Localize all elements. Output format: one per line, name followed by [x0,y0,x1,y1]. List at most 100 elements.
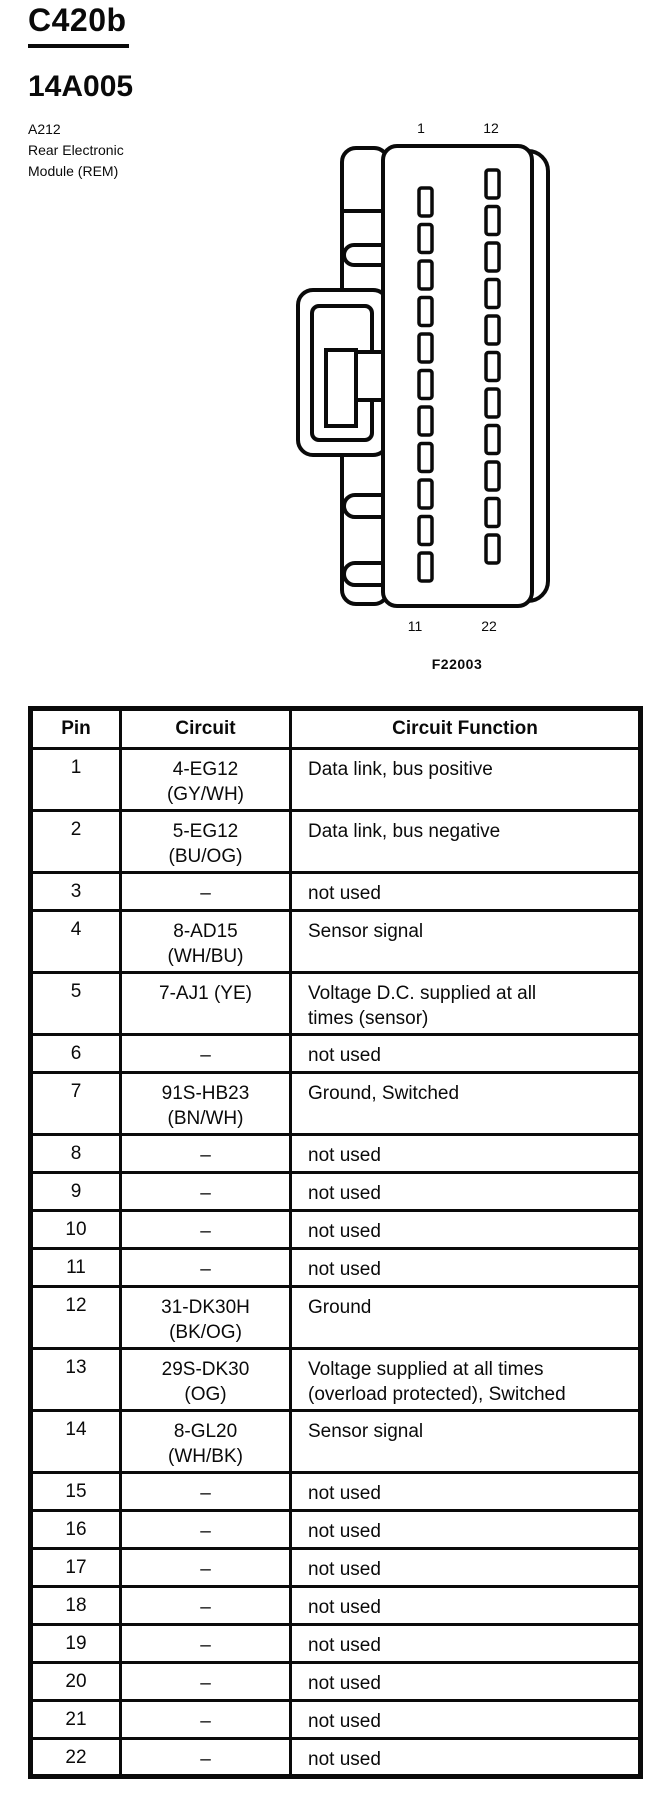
circuit-column-header: Circuit [119,707,292,750]
circuit-cell: 8-GL20 (WH/BK) [119,1409,292,1474]
pin-slots-right [484,168,501,565]
pin-cell: 2 [29,809,122,874]
pin-cell: 5 [29,971,122,1036]
function-cell: not used [289,1699,642,1740]
function-cell: not used [289,1133,642,1174]
circuit-cell: – [119,1133,292,1174]
table-row: 19 – not used [29,1623,642,1664]
circuit-cell: – [119,1509,292,1550]
table-row: 15 – not used [29,1471,642,1512]
circuit-cell: – [119,1585,292,1626]
pin-1-label: 1 [417,120,425,136]
pin-cell: 6 [29,1033,122,1074]
table-row: 13 29S-DK30 (OG) Voltage supplied at all… [29,1347,642,1412]
table-row: 5 7-AJ1 (YE) Voltage D.C. supplied at al… [29,971,642,1036]
pin-cell: 22 [29,1737,122,1778]
pin-cell: 4 [29,909,122,974]
table-row: 20 – not used [29,1661,642,1702]
table-row: 17 – not used [29,1547,642,1588]
table-row: 3 – not used [29,871,642,912]
function-cell: not used [289,1623,642,1664]
pin-cell: 9 [29,1171,122,1212]
table-row: 12 31-DK30H (BK/OG) Ground [29,1285,642,1350]
circuit-cell: – [119,1471,292,1512]
pin-22-label: 22 [481,618,497,634]
circuit-cell: – [119,871,292,912]
table-row: 1 4-EG12 (GY/WH) Data link, bus positive [29,747,642,812]
function-cell: not used [289,1547,642,1588]
title-underline [28,44,129,48]
pin-cell: 14 [29,1409,122,1474]
circuit-cell: – [119,1547,292,1588]
function-cell: Ground, Switched [289,1071,642,1136]
component-description: A212 Rear Electronic Module (REM) [28,119,124,182]
function-column-header: Circuit Function [289,707,642,750]
table-row: 7 91S-HB23 (BN/WH) Ground, Switched [29,1071,642,1136]
pinout-table: Pin Circuit Circuit Function 1 4-EG12 (G… [28,706,643,1779]
pin-12-label: 12 [483,120,499,136]
pin-cell: 17 [29,1547,122,1588]
circuit-cell: – [119,1247,292,1288]
table-row: 4 8-AD15 (WH/BU) Sensor signal [29,909,642,974]
pin-column-header: Pin [29,707,122,750]
component-name-line1: Rear Electronic [28,142,124,158]
table-row: 9 – not used [29,1171,642,1212]
table-row: 18 – not used [29,1585,642,1626]
table-row: 11 – not used [29,1247,642,1288]
pin-cell: 1 [29,747,122,812]
pin-cell: 21 [29,1699,122,1740]
function-cell: not used [289,1585,642,1626]
connector-left-panel [296,146,396,606]
function-cell: not used [289,1033,642,1074]
component-ref: A212 [28,121,61,137]
function-cell: not used [289,1247,642,1288]
pin-cell: 8 [29,1133,122,1174]
pin-cell: 16 [29,1509,122,1550]
pin-cell: 19 [29,1623,122,1664]
function-cell: not used [289,1209,642,1250]
pin-slots-left [417,186,434,583]
function-cell: Sensor signal [289,1409,642,1474]
pin-cell: 12 [29,1285,122,1350]
pin-cell: 7 [29,1071,122,1136]
function-cell: Ground [289,1285,642,1350]
table-row: 21 – not used [29,1699,642,1740]
part-number-heading: 14A005 [28,70,134,103]
function-cell: not used [289,1661,642,1702]
circuit-cell: – [119,1171,292,1212]
circuit-cell: – [119,1209,292,1250]
rem-connector-diagram: 1 12 11 22 F22003 [296,120,550,672]
connector-id-title: C420b [28,2,127,38]
table-row: 14 8-GL20 (WH/BK) Sensor signal [29,1409,642,1474]
function-cell: not used [289,1509,642,1550]
pin-cell: 10 [29,1209,122,1250]
circuit-cell: – [119,1699,292,1740]
circuit-cell: 29S-DK30 (OG) [119,1347,292,1412]
circuit-cell: – [119,1623,292,1664]
circuit-cell: 8-AD15 (WH/BU) [119,909,292,974]
table-row: 2 5-EG12 (BU/OG) Data link, bus negative [29,809,642,874]
circuit-cell: 5-EG12 (BU/OG) [119,809,292,874]
circuit-cell: – [119,1033,292,1074]
function-cell: not used [289,1171,642,1212]
function-cell: Data link, bus negative [289,809,642,874]
circuit-cell: 91S-HB23 (BN/WH) [119,1071,292,1136]
function-cell: Sensor signal [289,909,642,974]
pin-cell: 3 [29,871,122,912]
pin-11-label: 11 [408,618,423,634]
table-row: 10 – not used [29,1209,642,1250]
function-cell: not used [289,871,642,912]
pin-cell: 20 [29,1661,122,1702]
function-cell: Voltage supplied at all times (overload … [289,1347,642,1412]
table-row: 16 – not used [29,1509,642,1550]
circuit-cell: – [119,1737,292,1778]
function-cell: not used [289,1737,642,1778]
figure-number: F22003 [432,656,482,672]
function-cell: not used [289,1471,642,1512]
connector-body [381,144,550,608]
pin-cell: 11 [29,1247,122,1288]
table-row: 22 – not used [29,1737,642,1778]
pin-cell: 18 [29,1585,122,1626]
table-header-row: Pin Circuit Circuit Function [29,707,642,750]
